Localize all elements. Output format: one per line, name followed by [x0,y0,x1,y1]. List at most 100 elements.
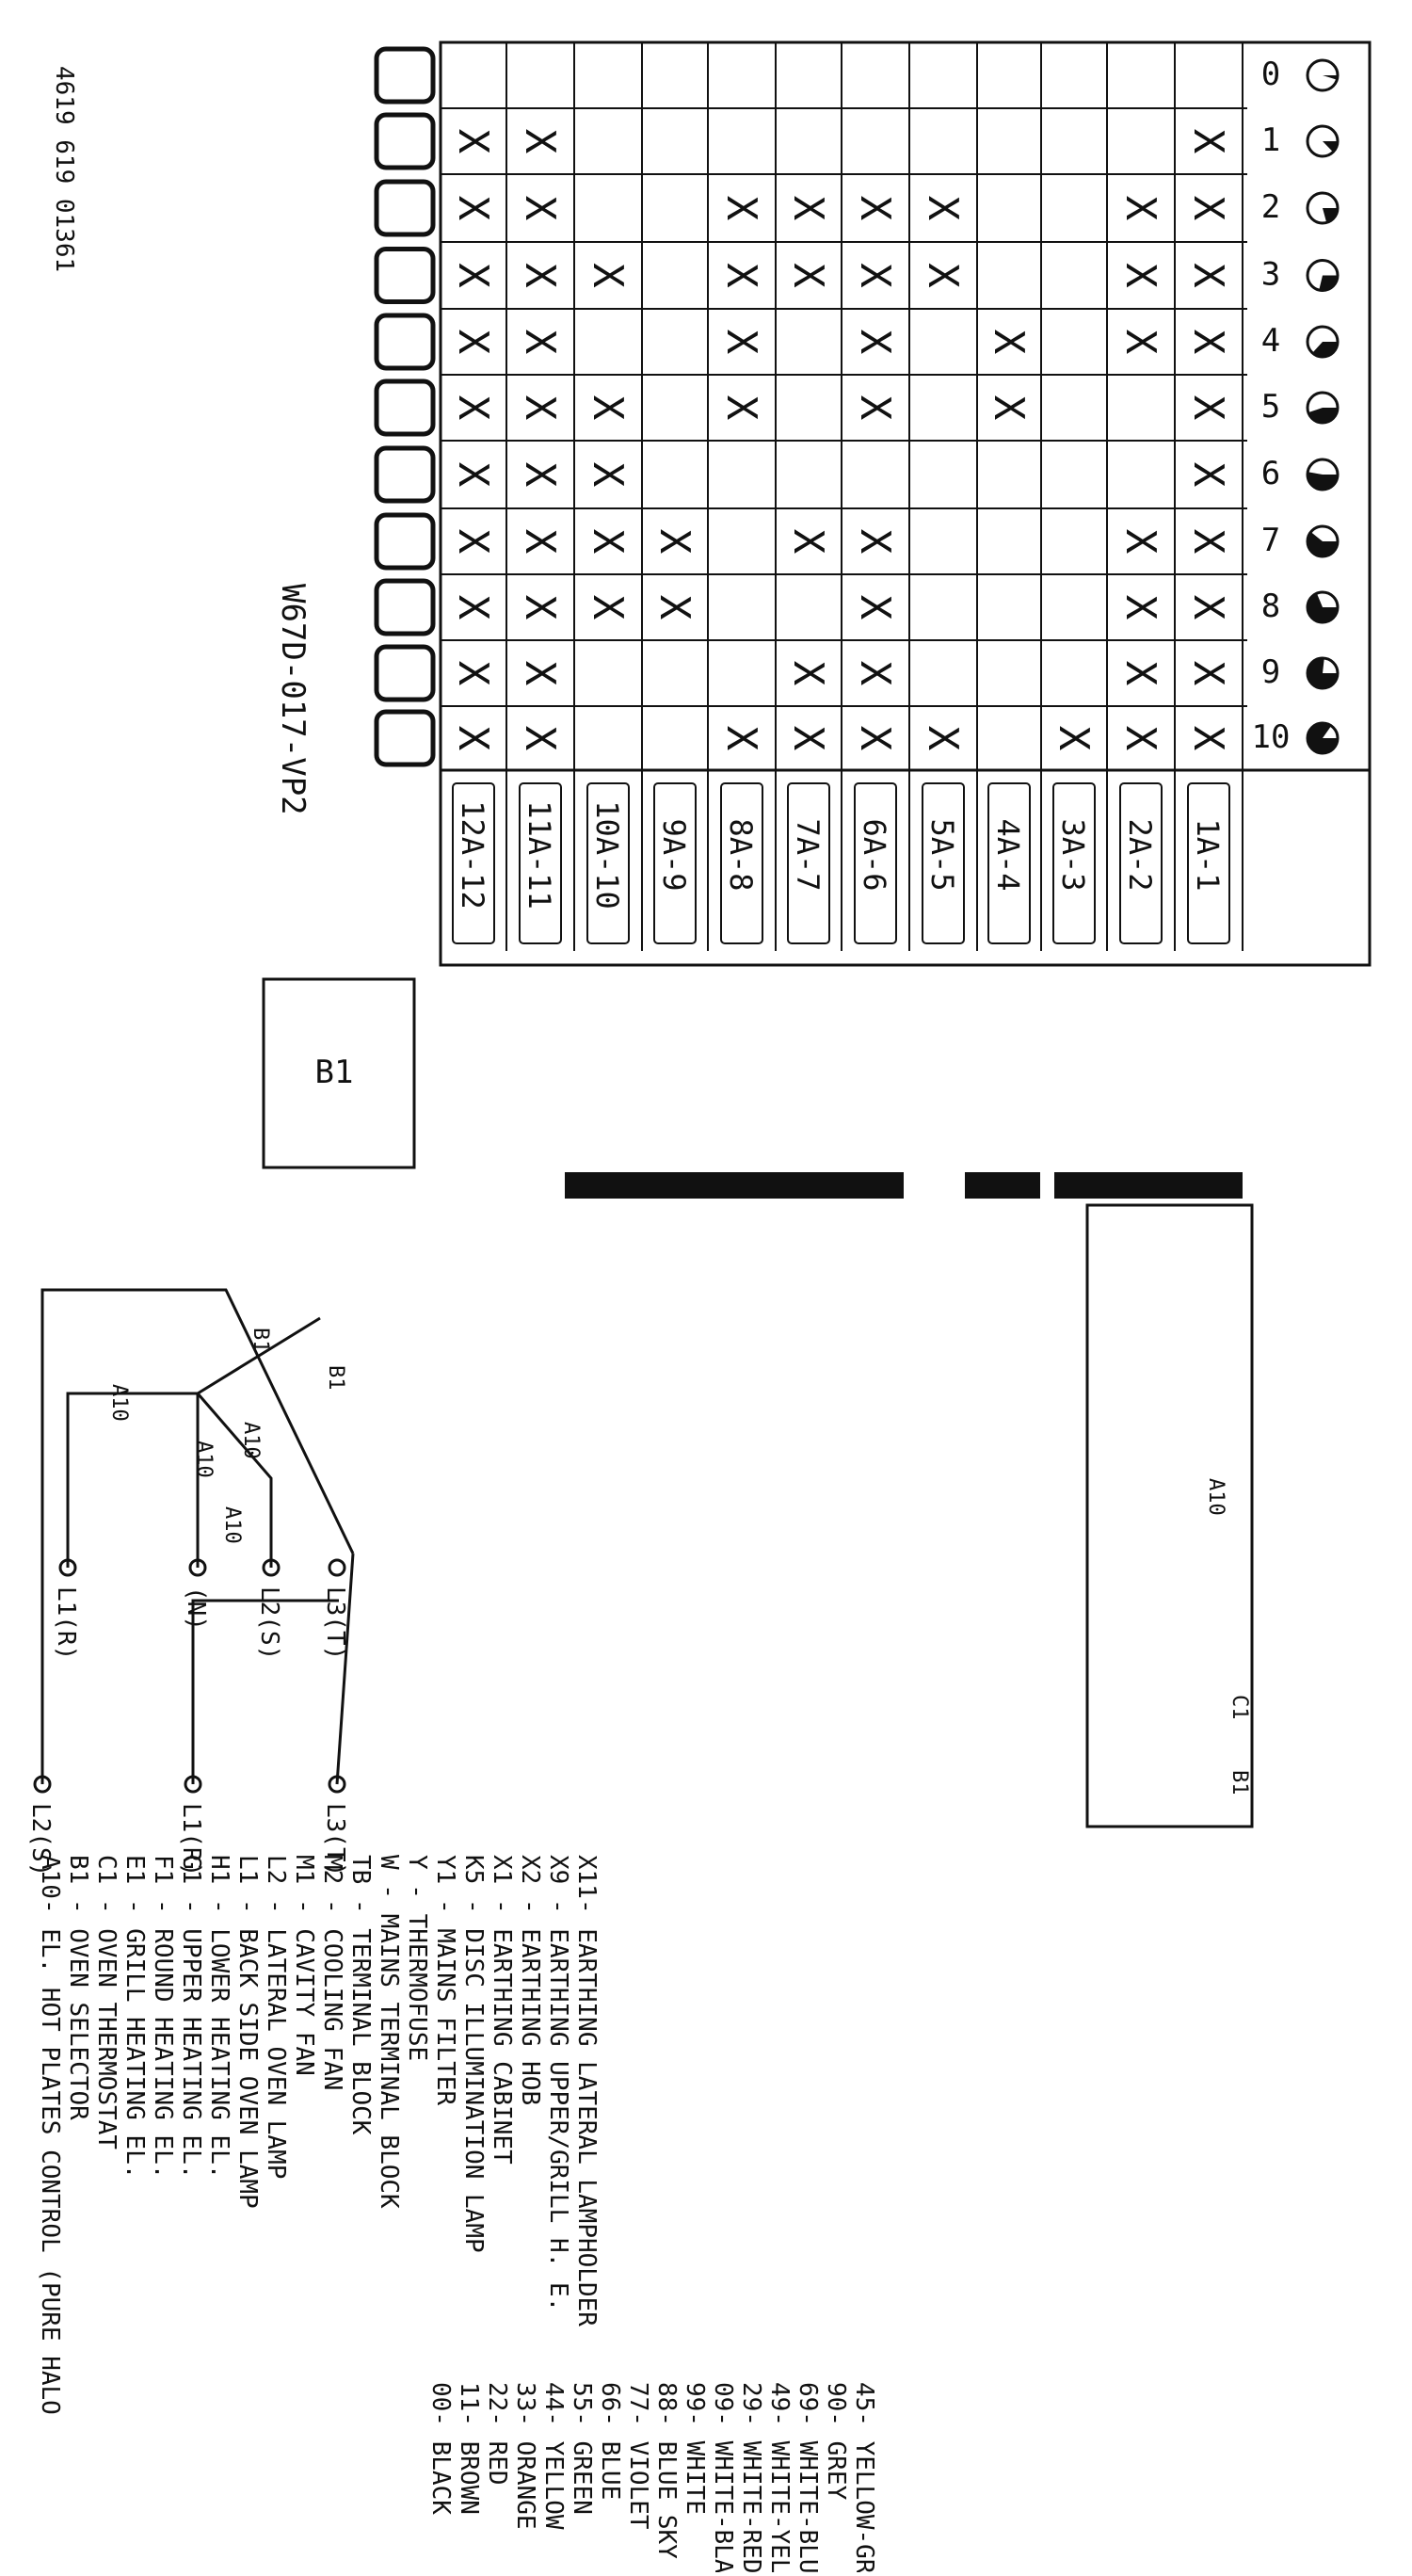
contact-mark: X [516,661,564,686]
model-code: W67D-017-VP2 [274,584,312,815]
timer-icon [374,709,436,767]
position-number: 3 [1261,256,1280,294]
legend-entry: B1 - OVEN SELECTOR [64,1855,92,2120]
contact-mark: X [1184,330,1232,355]
contact-mark: X [717,395,765,421]
matrix-row-9A-9: 9A-9XX [650,529,698,944]
contact-mark: X [584,263,632,288]
position-header-1: 1 [1261,121,1340,159]
contact-mark: X [650,595,698,620]
contact-mark: X [449,726,497,751]
position-header-3: 3 [1261,256,1340,294]
contact-mark: X [784,263,832,288]
off-icon [374,46,436,105]
component-label: A10 [220,1506,244,1544]
contact-mark: X [449,129,497,154]
position-number: 5 [1261,388,1280,426]
contact-mark: X [851,263,899,288]
legend-entry: X9 - EARTHING UPPER/GRILL H. E. [544,1855,572,2311]
fan-ring-icon [374,578,436,636]
knob-fill [1308,593,1338,622]
position-number: 1 [1261,121,1280,159]
terminal-label: 10A-10 [589,800,625,910]
upper-terminal-label: L1(R) [52,1586,80,1660]
terminal-box [653,782,697,944]
contact-mark: X [584,395,632,421]
terminal-label: 6A-6 [857,818,892,891]
component-label: A10 [239,1422,263,1459]
contact-mark: X [717,726,765,751]
bus-bar [1054,1172,1243,1199]
terminal-box [1052,782,1096,944]
position-number: 0 [1261,56,1280,93]
knob-fill [1308,723,1338,753]
position-number: 9 [1261,653,1280,691]
top-bottom-icon [374,247,436,304]
matrix-row-4A-4: 4A-4XX [985,330,1033,944]
knob-fill [1308,472,1338,490]
contact-mark: X [1184,529,1232,555]
contact-mark: X [784,196,832,221]
knob-fill [1323,141,1338,153]
contact-mark: X [1184,595,1232,620]
position-header-8: 8 [1261,588,1340,625]
legend-entry: M2 - COOLING FAN [318,1855,346,2090]
lamp-icon [374,112,436,170]
contact-mark: X [516,196,564,221]
legend-entry: C1 - OVEN THERMOSTAT [92,1855,120,2149]
color-entry: 44- YELLOW [539,2382,568,2530]
terminal-label: 2A-2 [1122,818,1158,891]
grill-icon [374,313,436,371]
function-icons [374,46,436,767]
terminal-label: 11A-11 [521,800,557,910]
color-entry: 77- VIOLET [624,2382,652,2530]
position-number: 4 [1261,322,1280,360]
contact-mark: X [1184,129,1232,154]
color-entry: 90- GREY [822,2382,850,2501]
legend-entry: M1 - CAVITY FAN [290,1855,318,2076]
terminal-column-frame [439,40,1372,967]
lower-terminal-label: L2(S) [26,1803,55,1876]
contact-mark: X [449,263,497,288]
color-entry: 88- BLUE SKY [652,2382,681,2559]
contact-mark: X [717,196,765,221]
bus-bar [565,1172,904,1199]
position-header-0: 0 [1261,56,1340,93]
position-number: 7 [1261,522,1280,559]
color-entry: 99- WHITE [681,2382,709,2515]
switch-matrix: 0123456789101A-1XXXXXXXXXX2A-2XXXXXXX3A-… [50,40,1372,1199]
contact-mark: X [717,263,765,288]
terminal-box [922,782,965,944]
bottom-icon [374,644,436,702]
contact-mark: X [1116,595,1164,620]
terminal-label: 8A-8 [723,818,759,891]
color-entry: 29- WHITE-RED [737,2382,765,2572]
knob-fill [1308,408,1338,423]
contact-mark: X [784,661,832,686]
terminal-box [1187,782,1230,944]
defrost-icon [374,445,436,504]
color-entry: 00- BLACK [426,2382,455,2515]
contact-mark: X [784,529,832,555]
terminal-box [720,782,763,944]
matrix-row-3A-3: 3A-3X [1050,726,1098,944]
contact-mark: X [516,129,564,154]
terminal-box [586,782,630,944]
contact-mark: X [1184,263,1232,288]
contact-mark: X [516,263,564,288]
contact-mark: X [1116,330,1164,355]
component-box-label: B1 [315,1054,354,1091]
knob-fill [1323,208,1338,223]
contact-mark: X [1184,395,1232,421]
terminal-box [452,782,495,944]
contact-mark: X [449,330,497,355]
contact-mark: X [717,330,765,355]
